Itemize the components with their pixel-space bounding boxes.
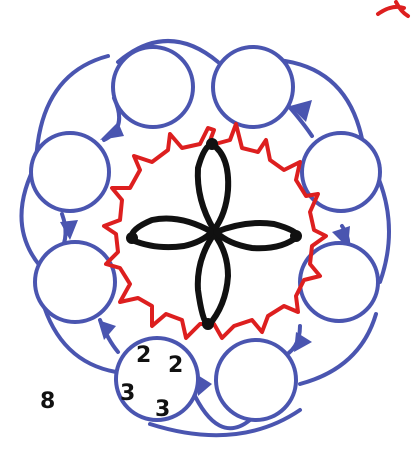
picot-l — [60, 220, 78, 240]
picot-br — [294, 332, 312, 352]
ring-2 — [213, 47, 293, 127]
center-knot — [129, 141, 299, 327]
leaf-bottom — [198, 234, 228, 326]
knot-dot-left — [129, 235, 135, 241]
stitch-count-label: 2 — [168, 353, 183, 378]
knot-dot-top — [209, 141, 215, 147]
ring-1 — [113, 47, 193, 127]
stitch-count-label: 3 — [155, 397, 170, 422]
stitch-count-label: 3 — [120, 381, 135, 406]
stitch-count-label: 8 — [40, 389, 55, 414]
knot-dot-bottom — [205, 321, 211, 327]
blue-rings — [31, 47, 380, 420]
leaf-right — [216, 223, 298, 248]
stitch-count-label: 2 — [136, 343, 151, 368]
corner-fragment — [378, 2, 408, 16]
ring-5 — [216, 340, 296, 420]
chain-arc-bottom-right — [300, 314, 376, 384]
ring-8 — [31, 133, 109, 211]
leaf-top — [198, 144, 228, 230]
leaf-left — [131, 219, 212, 248]
picot-tl — [100, 122, 124, 140]
ring-7 — [35, 242, 115, 322]
knot-dot-right — [293, 233, 299, 239]
